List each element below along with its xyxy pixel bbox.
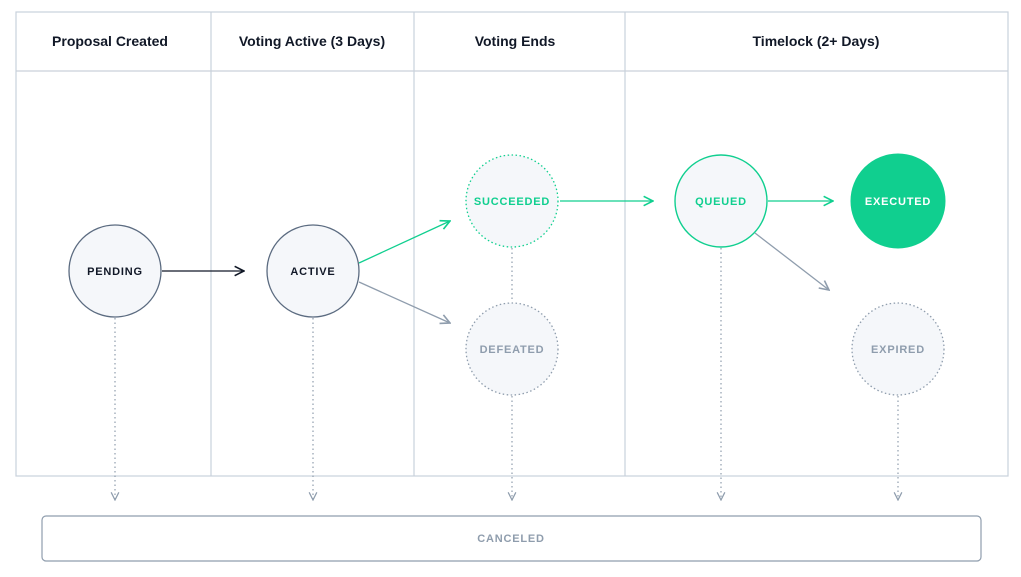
arrow-queued-to-expired [754, 232, 829, 290]
column-header-timelock: Timelock (2+ Days) [753, 33, 880, 49]
state-executed-label: EXECUTED [865, 196, 931, 208]
column-grid [15, 11, 1009, 477]
state-pending: PENDING [68, 224, 162, 318]
state-expired: EXPIRED [851, 302, 945, 396]
state-active: ACTIVE [266, 224, 360, 318]
state-pending-label: PENDING [87, 266, 143, 278]
column-header-voting-active: Voting Active (3 Days) [239, 33, 385, 49]
state-expired-label: EXPIRED [871, 344, 925, 356]
state-canceled-label: CANCELED [477, 533, 545, 545]
cancel-connectors [115, 248, 898, 500]
state-executed: EXECUTED [850, 153, 946, 249]
column-header-voting-ends: Voting Ends [475, 33, 556, 49]
arrow-active-to-succeeded [358, 221, 450, 264]
state-defeated: DEFEATED [465, 302, 559, 396]
state-succeeded: SUCCEEDED [465, 154, 559, 248]
state-queued-label: QUEUED [695, 196, 747, 208]
state-succeeded-label: SUCCEEDED [474, 196, 550, 208]
state-canceled: CANCELED [41, 515, 982, 562]
column-header-proposal-created: Proposal Created [52, 33, 168, 49]
state-defeated-label: DEFEATED [480, 344, 545, 356]
state-active-label: ACTIVE [290, 266, 335, 278]
arrow-active-to-defeated [358, 281, 450, 323]
transition-arrows [162, 201, 833, 323]
state-queued: QUEUED [674, 154, 768, 248]
